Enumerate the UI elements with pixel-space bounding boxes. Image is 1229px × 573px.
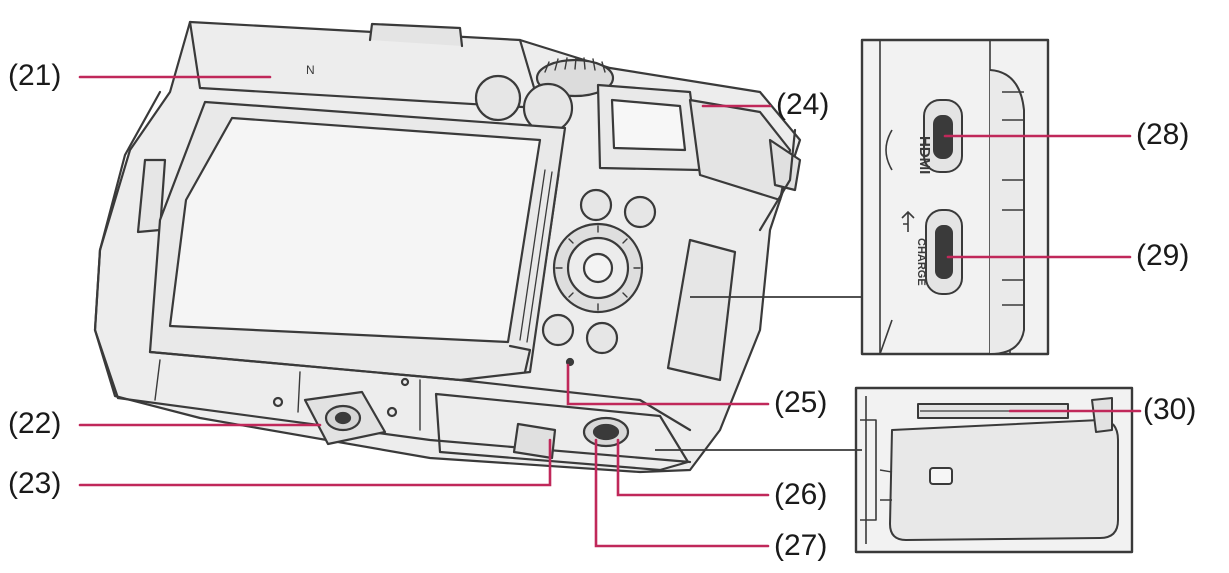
callout-25: (25) — [774, 386, 828, 419]
callout-26: (26) — [774, 478, 828, 511]
monitor-hinge — [519, 169, 560, 345]
battery-lock — [1091, 397, 1113, 433]
callout-29: (29) — [1136, 239, 1190, 272]
callout-21: (21) — [8, 59, 62, 92]
inset-door-curve — [989, 69, 1025, 355]
usb-icon — [901, 210, 915, 232]
hot-shoe — [368, 22, 464, 48]
callout-22: (22) — [8, 407, 62, 440]
menu-set-button — [582, 252, 614, 284]
battery — [889, 419, 1119, 541]
release-lever — [512, 422, 557, 460]
leader-25 — [566, 363, 770, 406]
leader-23 — [78, 438, 552, 487]
rear-button-3 — [541, 313, 575, 347]
rear-button-2 — [623, 195, 657, 229]
leader-lines — [78, 75, 1142, 548]
battery-compartment-inset — [854, 386, 1134, 554]
usb-charge-label: CHARGE — [915, 238, 927, 286]
card-battery-door — [434, 392, 690, 472]
leader-27 — [594, 438, 770, 548]
bottom-plate — [116, 350, 692, 464]
nfc-mark: N — [306, 63, 315, 77]
callout-30: (30) — [1143, 393, 1197, 426]
upper-button-left — [474, 74, 522, 122]
inset-door-hinge — [860, 419, 877, 521]
left-side — [93, 90, 162, 400]
terminal-door — [666, 238, 737, 382]
callout-23: (23) — [8, 467, 62, 500]
leader-26 — [616, 438, 770, 497]
inset-connectors — [655, 296, 862, 451]
right-grip — [758, 128, 797, 232]
indicator-lamp — [565, 357, 575, 367]
rear-button-1 — [579, 188, 613, 222]
hdmi-label: HDMI — [916, 136, 933, 174]
rear-button-4 — [585, 321, 619, 355]
callout-24: (24) — [776, 88, 830, 121]
callout-28: (28) — [1136, 118, 1190, 151]
callout-27: (27) — [774, 529, 828, 562]
monitor-screen — [168, 116, 542, 344]
terminals-inset — [860, 38, 1050, 356]
